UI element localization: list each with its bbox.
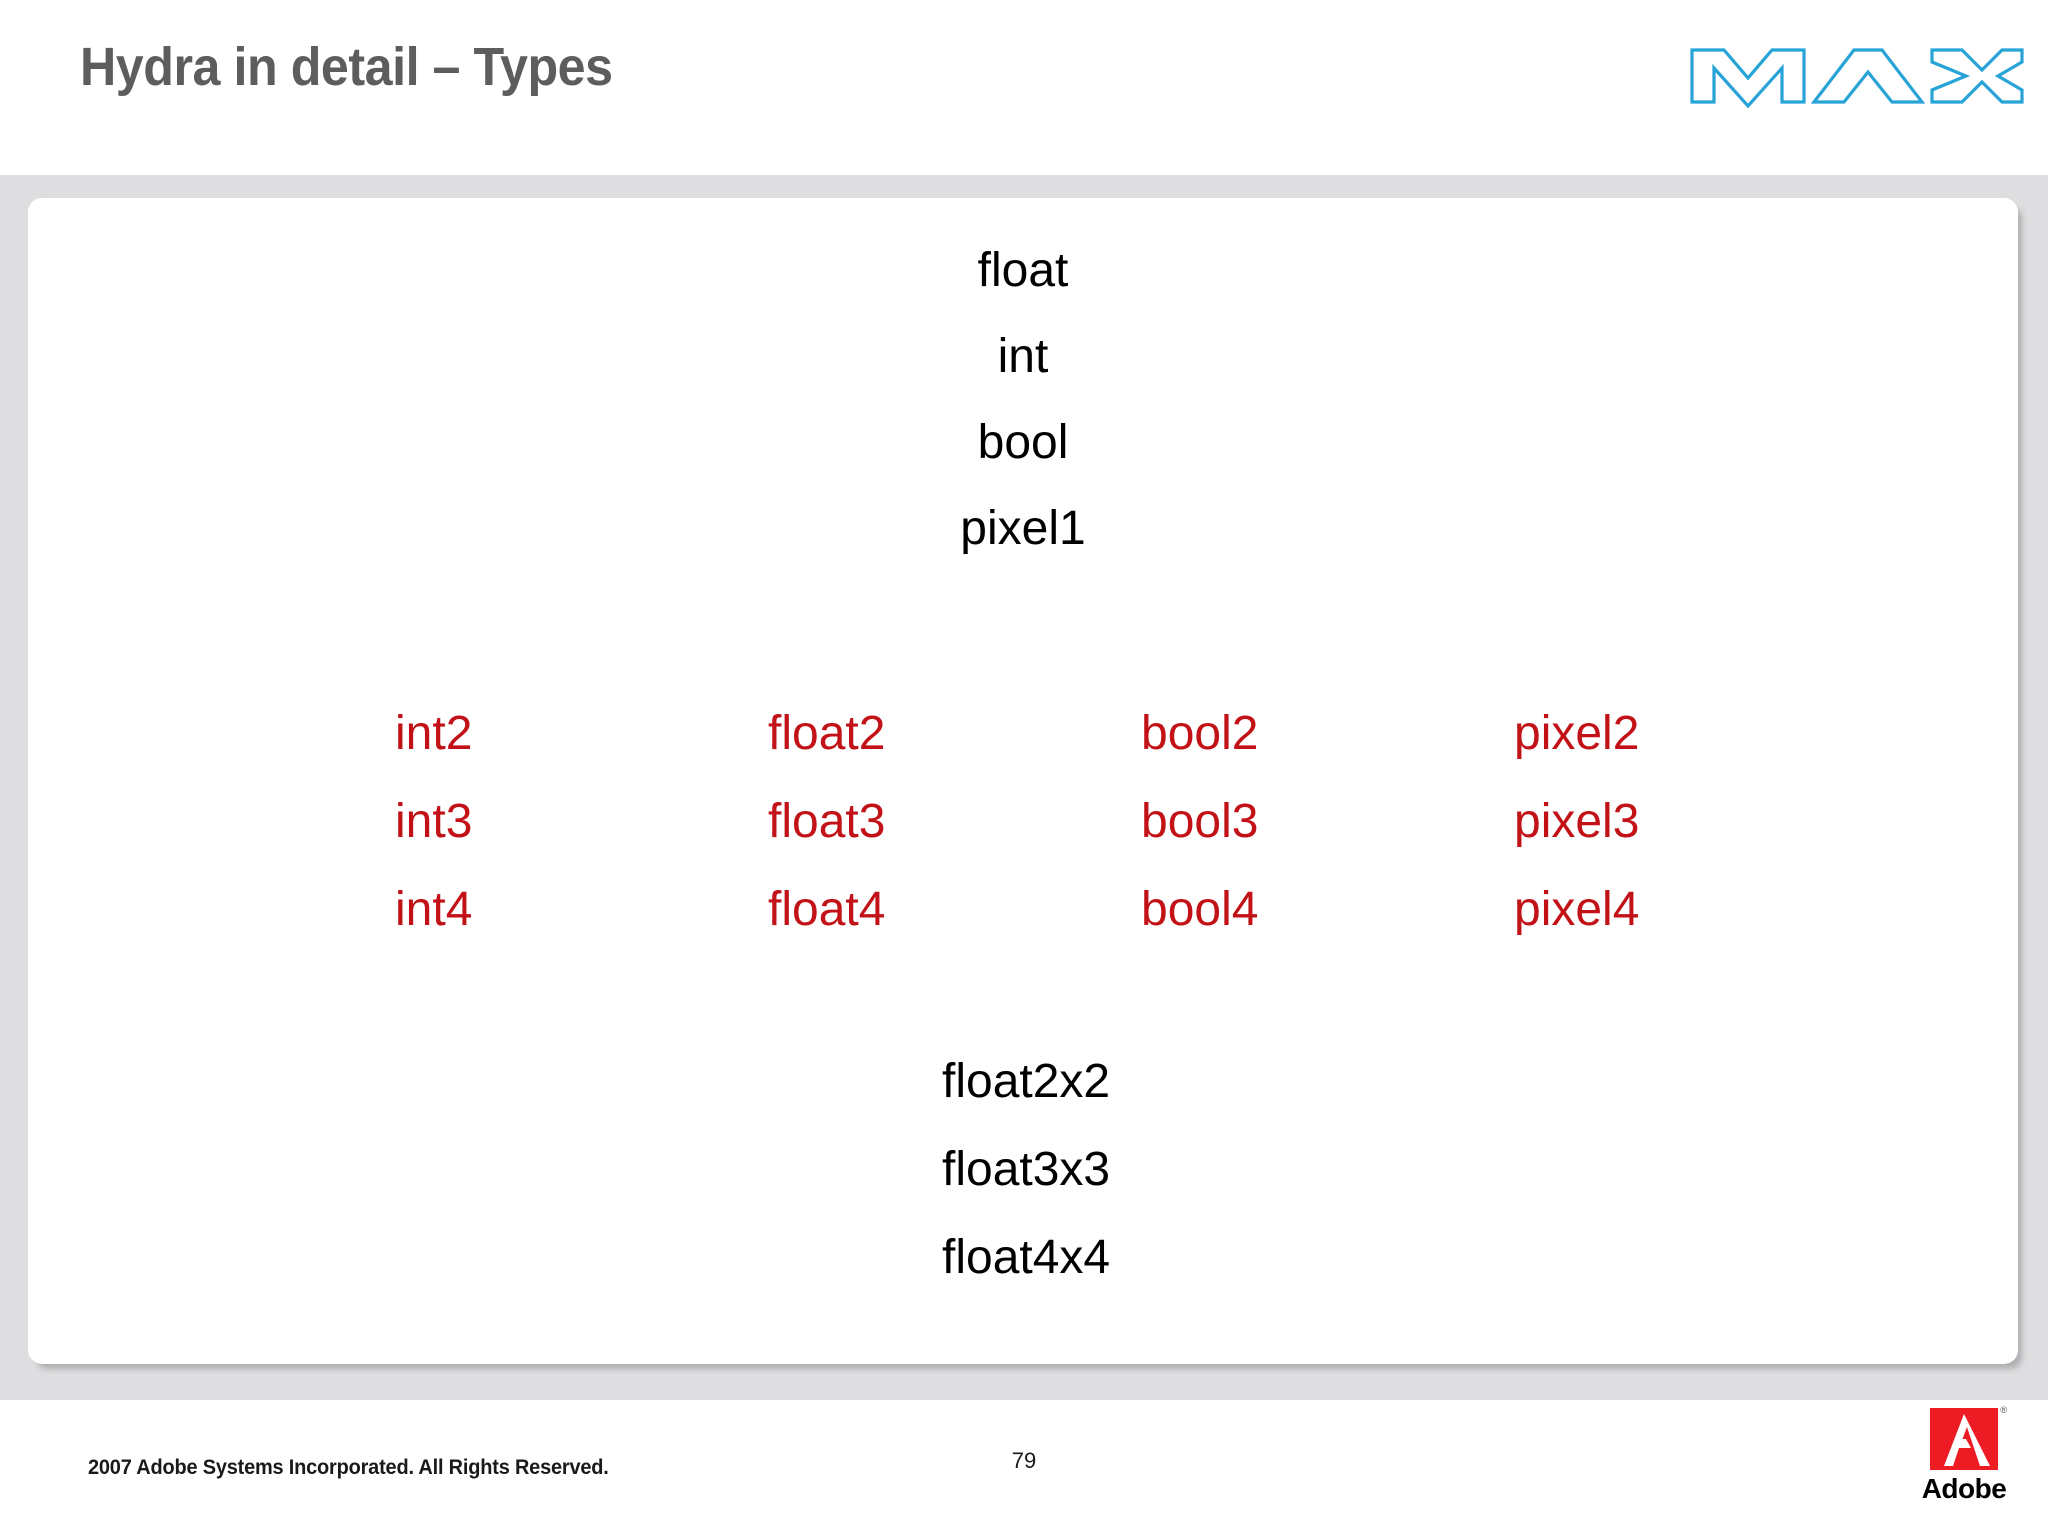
adobe-wordmark: Adobe [1921,1473,2007,1504]
type-label: float4 [768,883,886,936]
slide-footer: 2007 Adobe Systems Incorporated. All Rig… [0,1400,2048,1536]
type-label: int3 [395,795,473,848]
type-label: pixel4 [1514,883,1640,936]
type-label: pixel2 [1514,707,1640,760]
type-label: pixel3 [1514,795,1640,848]
page-number: 79 [1011,1448,1037,1473]
adobe-logo: ® Adobe [1904,1406,2024,1528]
slide-header: Hydra in detail – Types [0,0,2048,175]
type-label: int4 [395,883,473,936]
type-label: bool3 [1141,795,1259,848]
type-label: int2 [395,707,473,760]
max-logo-icon [1686,24,2026,110]
type-label: float [977,244,1069,297]
content-card: float int bool pixel1 int2 float2 bool2 … [28,198,2018,1364]
scalar-types-group: float int bool pixel1 [28,228,2018,572]
type-label: bool [977,416,1069,469]
type-label: bool4 [1141,883,1259,936]
type-label: float4x4 [942,1231,1111,1284]
registered-mark: ® [2000,1405,2007,1415]
type-label: float2 [768,707,886,760]
type-label: float3 [768,795,886,848]
vector-types-group: int2 float2 bool2 pixel2 int3 float3 boo… [395,690,1895,954]
type-label: int [997,330,1049,383]
matrix-types-group: float2x2 float3x3 float4x4 [942,1038,1110,1302]
type-label: float3x3 [942,1143,1111,1196]
type-label: float2x2 [942,1055,1111,1108]
copyright-text: 2007 Adobe Systems Incorporated. All Rig… [88,1456,609,1479]
adobe-a-mark-icon: ® [1930,1406,2007,1470]
type-label: pixel1 [960,502,1086,555]
page-title: Hydra in detail – Types [80,37,613,97]
type-label: bool2 [1141,707,1259,760]
